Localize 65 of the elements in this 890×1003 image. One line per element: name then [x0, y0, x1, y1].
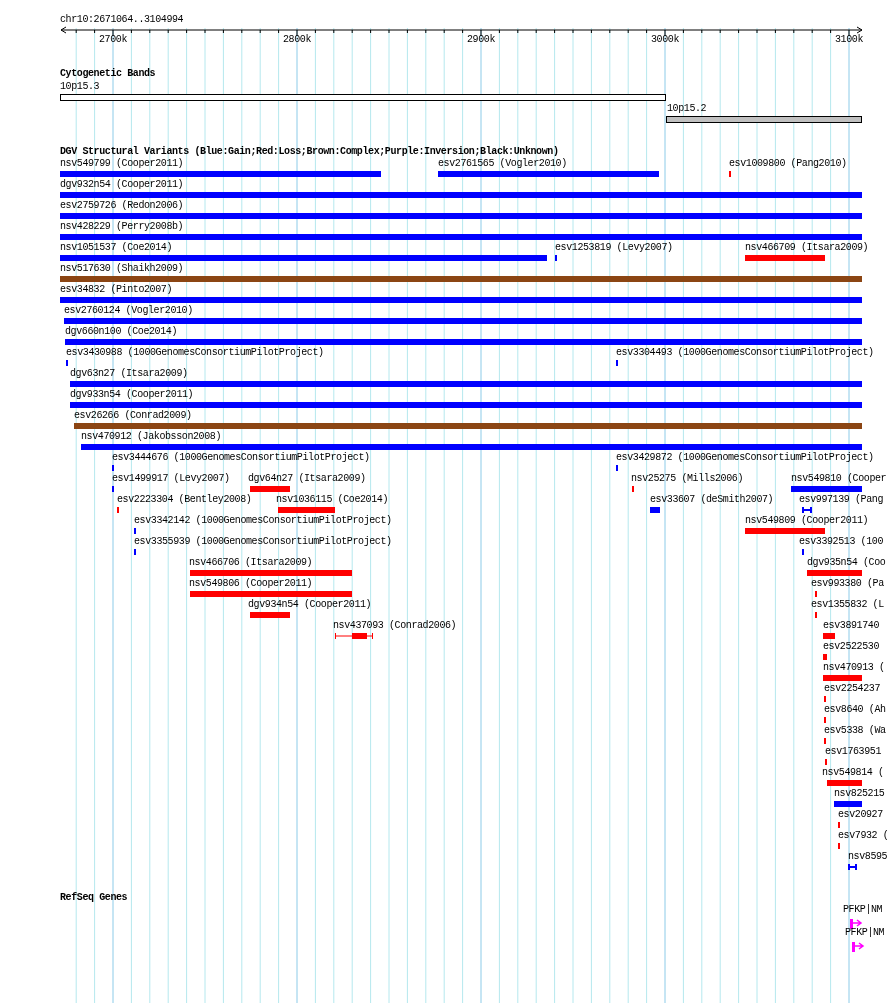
tick-label: 2900k [467, 34, 495, 46]
tick-label: 3000k [651, 34, 679, 46]
variant-label: esv1499917 (Levy2007) [112, 473, 230, 485]
coordinate-label: chr10:2671064..3104994 [60, 14, 184, 26]
variant-label: nsv466709 (Itsara2009) [745, 242, 869, 254]
variant-label: esv993380 (Pa [811, 578, 884, 590]
variant-label: nsv470913 ( [823, 662, 885, 674]
variant-label: esv2759726 (Redon2006) [60, 200, 184, 212]
variant-label: esv997139 (Pang [799, 494, 883, 506]
track-title: Cytogenetic Bands [60, 68, 156, 80]
variant-label: esv3430988 (1000GenomesConsortiumPilotProject) [66, 347, 324, 359]
variant-label: dgv64n27 (Itsara2009) [248, 473, 366, 485]
gene-label: PFKP|NM [845, 927, 885, 939]
variant-label: dgv935n54 (Coo [807, 557, 886, 569]
variant-label: esv3392513 (100 [799, 536, 883, 548]
variant-label: dgv934n54 (Cooper2011) [248, 599, 372, 611]
variant-label: esv3342142 (1000GenomesConsortiumPilotProject) [134, 515, 392, 527]
variant-label: esv1253819 (Levy2007) [555, 242, 673, 254]
variant-label: nsv549810 (Cooper [791, 473, 887, 485]
variant-label: nsv25275 (Mills2006) [631, 473, 744, 485]
variant-label: esv34832 (Pinto2007) [60, 284, 173, 296]
variant-label: dgv932n54 (Cooper2011) [60, 179, 184, 191]
variant-label: nsv428229 (Perry2008b) [60, 221, 184, 233]
variant-label: dgv660n100 (Coe2014) [65, 326, 178, 338]
variant-label: esv8640 (Ah [824, 704, 886, 716]
variant-label: esv26266 (Conrad2009) [74, 410, 192, 422]
variant-label: nsv549809 (Cooper2011) [745, 515, 869, 527]
variant-label: nsv8595 [848, 851, 888, 863]
variant-label: nsv549799 (Cooper2011) [60, 158, 184, 170]
variant-label: esv3429872 (1000GenomesConsortiumPilotProject) [616, 452, 874, 464]
variant-label: esv20927 [838, 809, 883, 821]
variant-label: esv7932 ( [838, 830, 889, 842]
variant-label: esv2760124 (Vogler2010) [64, 305, 193, 317]
tick-label: 2700k [99, 34, 127, 46]
variant-label: esv2223304 (Bentley2008) [117, 494, 252, 506]
tick-label: 3100k [835, 34, 863, 46]
track-title: RefSeq Genes [60, 892, 128, 904]
variant-label: nsv549806 (Cooper2011) [189, 578, 313, 590]
band-label: 10p15.3 [60, 81, 100, 93]
variant-label: dgv933n54 (Cooper2011) [70, 389, 194, 401]
variant-label: nsv466706 (Itsara2009) [189, 557, 313, 569]
tick-label: 2800k [283, 34, 311, 46]
variant-label: nsv1036115 (Coe2014) [276, 494, 389, 506]
variant-label: esv5338 (Wa [824, 725, 886, 737]
variant-label: nsv470912 (Jakobsson2008) [81, 431, 222, 443]
variant-label: nsv437093 (Conrad2006) [333, 620, 457, 632]
track-title: DGV Structural Variants (Blue:Gain;Red:Loss;Brown:Complex;Purple:Inversion;Black:Unknown) [60, 146, 559, 158]
gene-label: PFKP|NM [843, 904, 883, 916]
variant-label: esv33607 (deSmith2007) [650, 494, 774, 506]
variant-label: esv3444676 (1000GenomesConsortiumPilotProject) [112, 452, 370, 464]
variant-label: nsv549814 ( [822, 767, 884, 779]
variant-label: esv3355939 (1000GenomesConsortiumPilotProject) [134, 536, 392, 548]
variant-label: esv2761565 (Vogler2010) [438, 158, 567, 170]
variant-label: dgv63n27 (Itsara2009) [70, 368, 188, 380]
variant-label: esv1763951 [825, 746, 881, 758]
variant-label: esv3304493 (1000GenomesConsortiumPilotProject) [616, 347, 874, 359]
variant-label: nsv825215 [834, 788, 885, 800]
variant-label: esv2254237 [824, 683, 880, 695]
variant-label: nsv517630 (Shaikh2009) [60, 263, 184, 275]
variant-label: esv3891740 [823, 620, 879, 632]
variant-label: esv1009800 (Pang2010) [729, 158, 847, 170]
variant-label: nsv1051537 (Coe2014) [60, 242, 173, 254]
variant-label: esv1355832 (L [811, 599, 884, 611]
band-label: 10p15.2 [667, 103, 707, 115]
variant-label: esv2522530 [823, 641, 879, 653]
